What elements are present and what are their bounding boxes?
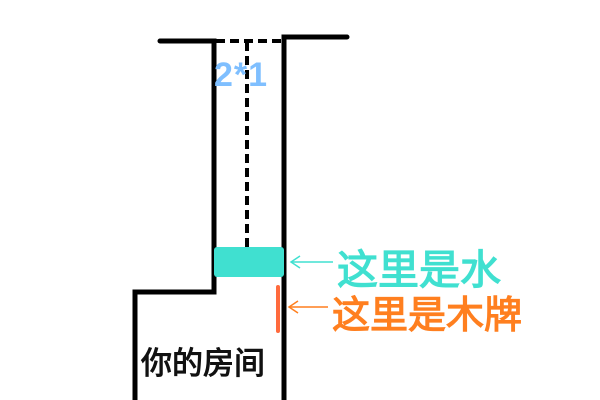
dimension-label: 2*1 [214, 56, 269, 94]
sign-label: 这里是木牌 [332, 293, 523, 337]
water-block [214, 247, 284, 277]
right-wall [281, 34, 350, 400]
water-arrow [289, 255, 333, 269]
room-label: 你的房间 [141, 346, 265, 382]
left-wall [132, 38, 217, 400]
water-label: 这里是水 [337, 246, 501, 294]
sign-arrow [287, 300, 328, 314]
